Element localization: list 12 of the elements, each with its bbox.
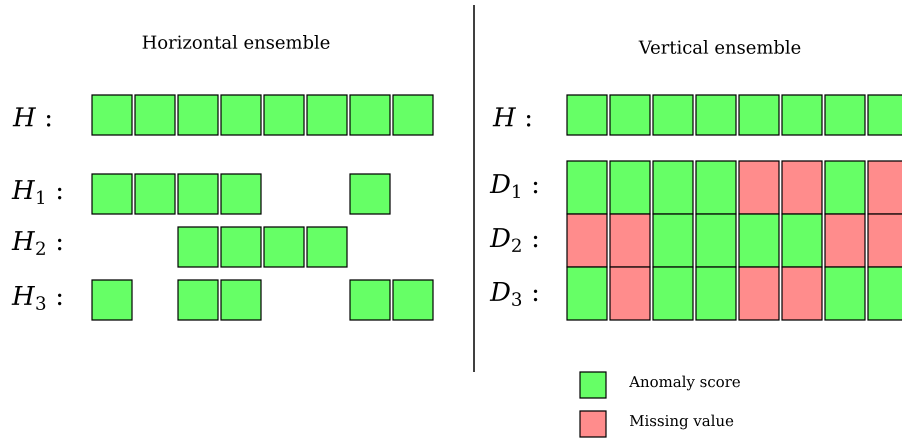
panel-title: Vertical ensemble xyxy=(638,40,800,54)
panel-title: Horizontal ensemble xyxy=(142,35,330,49)
row-label: D$_{1}$ : xyxy=(490,174,538,198)
row-label: H : xyxy=(12,107,50,127)
row-label: H$_{2}$ : xyxy=(12,231,62,255)
row-label: D$_{3}$ : xyxy=(490,282,538,306)
row-label: D$_{2}$ : xyxy=(490,228,538,252)
row-label: H$_{3}$ : xyxy=(12,286,62,310)
legend-text: Anomaly score xyxy=(629,376,740,390)
legend-text: Missing value xyxy=(630,414,734,430)
row-label: H : xyxy=(492,107,530,127)
row-label: H$_{1}$ : xyxy=(12,180,62,204)
